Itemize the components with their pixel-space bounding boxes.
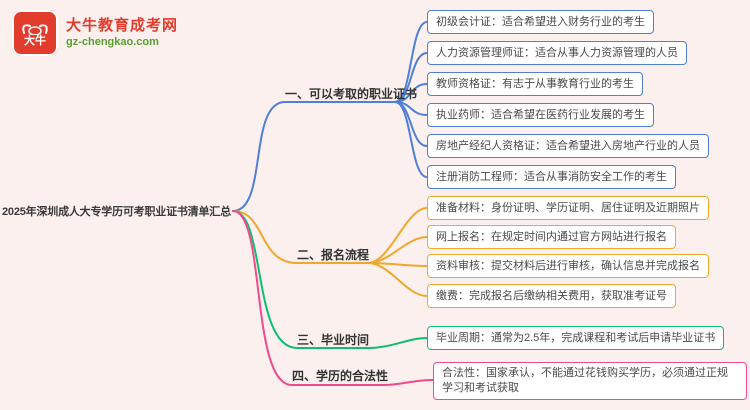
branch-label-registration: 二、报名流程: [297, 248, 370, 262]
logo: 大牛 大牛教育成考网 gz-chengkao.com: [12, 10, 178, 56]
mindmap-root-title: 2025年深圳成人大专学历可考职业证书清单汇总: [2, 206, 231, 218]
mindmap-item: 准备材料：身份证明、学历证明、居住证明及近期照片: [427, 196, 709, 220]
mindmap-item: 资料审核：提交材料后进行审核，确认信息并完成报名: [427, 254, 709, 278]
mindmap-item: 人力资源管理师证：适合从事人力资源管理的人员: [427, 41, 687, 65]
branch-label-legality: 四、学历的合法性: [292, 369, 389, 383]
mindmap-item: 网上报名：在规定时间内通过官方网站进行报名: [427, 225, 676, 249]
branch-label-certificates: 一、可以考取的职业证书: [285, 87, 418, 101]
mindmap-item: 合法性：国家承认，不能通过花钱购买学历，必须通过正规学习和考试获取: [433, 362, 747, 400]
mindmap-item: 教师资格证：有志于从事教育行业的考生: [427, 72, 643, 96]
logo-badge-text: 大牛: [24, 35, 46, 47]
logo-text: 大牛教育成考网 gz-chengkao.com: [66, 17, 178, 49]
logo-brand: 大牛教育成考网: [66, 17, 179, 34]
mindmap-item: 毕业周期：通常为2.5年，完成课程和考试后申请毕业证书: [427, 326, 725, 350]
mindmap-item: 注册消防工程师：适合从事消防安全工作的考生: [427, 165, 676, 189]
branch-label-graduation: 三、毕业时间: [297, 333, 370, 347]
mindmap-item: 初级会计证：适合希望进入财务行业的考生: [427, 10, 654, 34]
bull-logo-icon: 大牛: [12, 10, 58, 56]
mindmap-item: 房地产经纪人资格证：适合希望进入房地产行业的人员: [427, 134, 709, 158]
mindmap-item: 缴费：完成报名后缴纳相关费用，获取准考证号: [427, 284, 676, 308]
bull-horns-icon: [22, 24, 48, 35]
mindmap-item: 执业药师：适合希望在医药行业发展的考生: [427, 103, 654, 127]
logo-domain: gz-chengkao.com: [66, 36, 159, 48]
